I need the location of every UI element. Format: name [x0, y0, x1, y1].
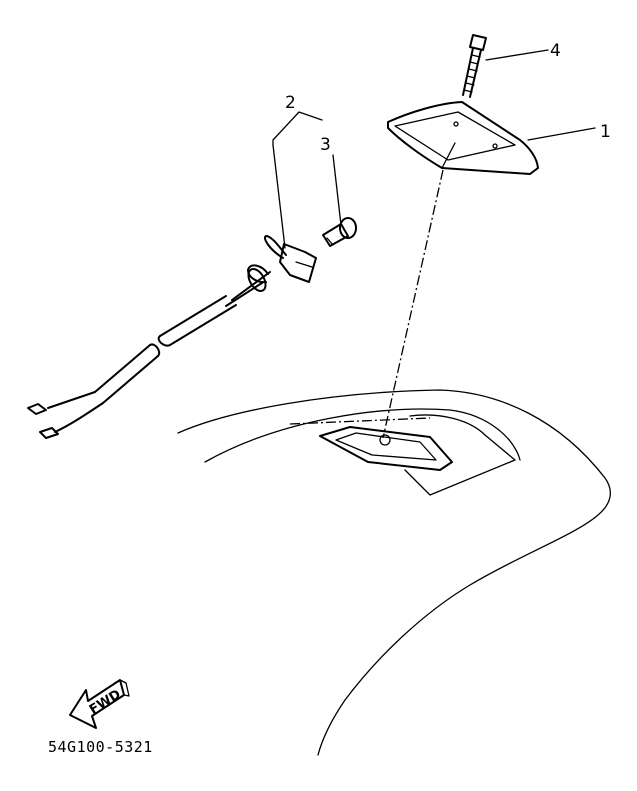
callout-1: 1: [600, 122, 611, 142]
screw: [462, 34, 487, 98]
lamp-lens: [387, 101, 539, 175]
diagram-code: 54G100-5321: [48, 738, 153, 756]
callout-2: 2: [285, 93, 296, 113]
fwd-label: FWD: [87, 687, 124, 718]
socket-wire-harness: [27, 235, 317, 439]
callout-4: 4: [550, 41, 561, 61]
alignment-line: [382, 169, 444, 439]
bulb: [322, 217, 357, 247]
leader-lines: [272, 49, 596, 249]
lamp-base-mount: [319, 426, 453, 471]
fwd-arrow-icon: FWD: [69, 679, 130, 729]
hull-outline: [177, 389, 611, 756]
callout-3: 3: [320, 135, 331, 155]
